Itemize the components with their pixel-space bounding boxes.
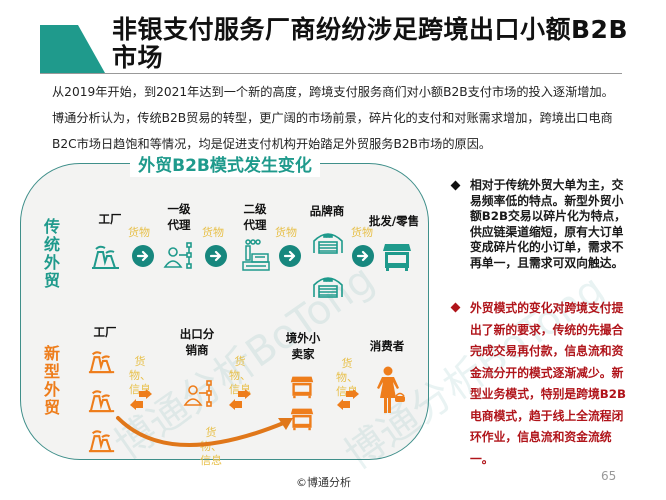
- store-icon: [290, 376, 314, 399]
- goods-flow-label: 货物: [351, 226, 373, 239]
- factory-icon: [88, 390, 115, 413]
- goods-info-flow-label: 货物、信息: [229, 355, 251, 396]
- diagram-frame: [20, 163, 429, 460]
- bidirectional-arrow-icon: [229, 389, 251, 410]
- node-label-overseas-seller: 境外小卖家: [285, 331, 321, 361]
- node-label-first-agent: 一级代理: [167, 202, 191, 232]
- direct-flow-arrow-icon: [116, 416, 293, 447]
- flow-arrow-icon: [132, 245, 154, 267]
- goods-flow-label: 货物: [275, 226, 297, 239]
- title-divider: [40, 73, 622, 74]
- node-label-factory: 工厂: [98, 212, 122, 226]
- node-label-wholesale-retail: 批发/零售: [368, 214, 420, 228]
- intro-paragraph: 从2019年开始，到2021年达到一个新的高度，跨境支付服务商们对小额B2B支付…: [52, 85, 614, 151]
- commentary-item: 外贸模式的变化对跨境支付提出了新的要求，传统的先撮合完成交易再付款，信息流和资金…: [450, 298, 632, 470]
- node-label-export-distributor: 出口分销商: [179, 327, 215, 357]
- commentary-text: 相对于传统外贸大单为主，交易频率低的特点。新型外贸小额B2B交易以碎片化为特点，…: [470, 178, 626, 270]
- factory-icon: [88, 430, 115, 453]
- flow-arrow-icon: [205, 245, 227, 267]
- goods-flow-label: 货物: [128, 226, 150, 239]
- factory-icon: [88, 351, 115, 374]
- industrial-plant-icon: [242, 239, 270, 271]
- node-label-brand: 品牌商: [309, 204, 345, 218]
- flow-arrow-icon: [279, 245, 301, 267]
- commentary-item: 相对于传统外贸大单为主，交易频率低的特点。新型外贸小额B2B交易以碎片化为特点，…: [450, 178, 632, 271]
- bidirectional-arrow-icon: [130, 389, 152, 410]
- factory-icon: [92, 245, 119, 269]
- copyright: ©博通分析: [296, 476, 351, 489]
- warehouse-icon: [313, 277, 343, 298]
- traditional-trade-label: 传统外贸: [43, 217, 60, 290]
- flow-arrow-icon: [352, 245, 374, 267]
- slide-title: 非银支付服务厂商纷纷涉足跨境出口小额B2B市场: [112, 15, 629, 72]
- node-label-consumer: 消费者: [369, 339, 405, 353]
- page-number: 65: [601, 469, 617, 483]
- diagram-title-background: [130, 151, 320, 177]
- store-icon: [290, 408, 314, 431]
- node-label-factory: 工厂: [93, 325, 117, 339]
- store-icon: [383, 244, 411, 271]
- new-trade-label: 新型外贸: [43, 344, 60, 417]
- bidirectional-arrow-icon: [337, 389, 359, 410]
- warehouse-icon: [313, 233, 343, 254]
- title-accent-shape: [40, 25, 105, 73]
- bullet-diamond-icon: [450, 180, 461, 191]
- goods-flow-label: 货物: [202, 226, 224, 239]
- distributor-icon: [163, 242, 192, 269]
- diagram-title: 外贸B2B模式发生变化: [138, 156, 312, 176]
- bullet-diamond-icon: [450, 302, 461, 313]
- commentary-list: 相对于传统外贸大单为主，交易频率低的特点。新型外贸小额B2B交易以碎片化为特点，…: [450, 178, 632, 470]
- consumer-icon: [377, 366, 405, 413]
- distributor-icon: [183, 380, 212, 407]
- node-label-second-agent: 二级代理: [243, 202, 267, 232]
- commentary-text: 外贸模式的变化对跨境支付提出了新的要求，传统的先撮合完成交易再付款，信息流和资金…: [470, 301, 626, 466]
